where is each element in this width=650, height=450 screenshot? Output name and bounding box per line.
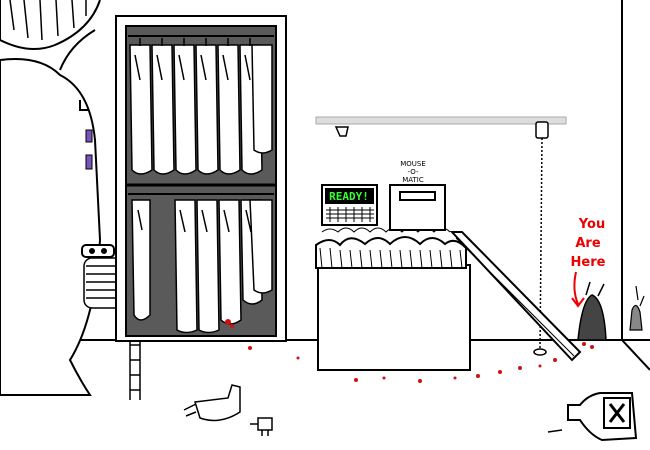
- coats-lower[interactable]: [131, 199, 273, 334]
- blood-trail: [248, 346, 557, 383]
- small-gear-part[interactable]: [250, 417, 273, 436]
- annotation-line-1: You: [578, 217, 605, 232]
- mouse-o-matic-machine[interactable]: [315, 227, 471, 371]
- brand-line-3: MATIC: [402, 176, 424, 184]
- status-display: READY!: [321, 184, 378, 226]
- you-are-here-annotation: You Are Here: [571, 217, 606, 308]
- shelf-cup[interactable]: [334, 126, 349, 137]
- left-robot-machine[interactable]: [0, 0, 115, 396]
- brand-line-1: MOUSE: [400, 160, 426, 168]
- ramp-slide[interactable]: [449, 231, 582, 362]
- red-arrow-icon: [571, 271, 585, 308]
- robot-arm-part[interactable]: [183, 384, 241, 422]
- poison-bottle[interactable]: [547, 392, 638, 442]
- coats-upper[interactable]: [129, 38, 273, 175]
- machine-monitor[interactable]: MOUSE -O- MATIC: [389, 160, 446, 231]
- poison-x-icon: [608, 403, 626, 423]
- wall-shelf[interactable]: [315, 116, 567, 137]
- ready-status-text: READY!: [329, 190, 369, 203]
- brand-line-2: -O-: [408, 168, 419, 176]
- mouse-hole[interactable]: [577, 281, 607, 349]
- annotation-line-2: Are: [575, 236, 600, 251]
- annotation-line-3: Here: [571, 255, 606, 270]
- wall-crack-right: [629, 285, 645, 331]
